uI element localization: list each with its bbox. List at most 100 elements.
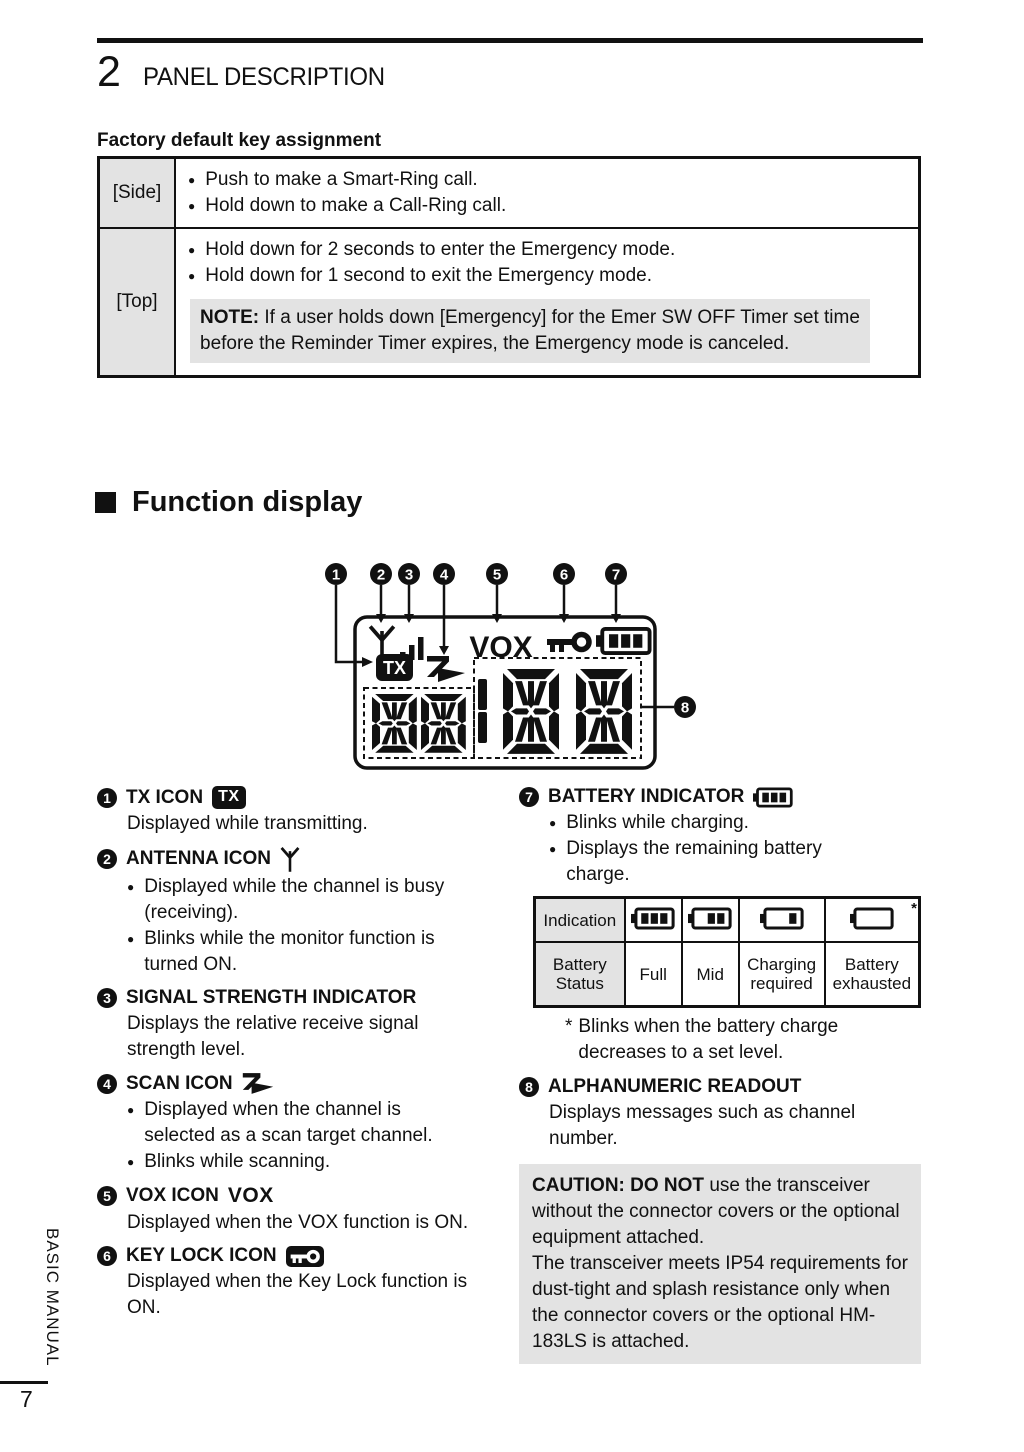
battery-full-icon	[623, 896, 683, 943]
bullet-icon: ●	[188, 269, 196, 283]
description-columns: 1 TX ICON TX Displayed while transmittin…	[97, 786, 921, 1364]
item-title: ANTENNA ICON	[126, 848, 271, 869]
battery-low-icon	[737, 896, 826, 943]
item-bullet: ●Blinks while charging.	[549, 810, 921, 836]
page-top-rule	[97, 38, 923, 43]
item-battery-indicator: 7 BATTERY INDICATOR ●Blinks while chargi…	[519, 786, 921, 1066]
item-title: SIGNAL STRENGTH INDICATOR	[126, 987, 417, 1008]
chapter-header: 2 PANEL DESCRIPTION	[97, 50, 395, 94]
item-bullet: ●Blinks while the monitor function is tu…	[127, 928, 435, 975]
callout-lines	[334, 585, 674, 709]
top-bullet-2: ●Hold down for 1 second to exit the Emer…	[188, 263, 906, 289]
bullet-icon: ●	[549, 842, 557, 856]
indication-header: Indication	[533, 896, 626, 943]
item-alphanumeric-readout: 8 ALPHANUMERIC READOUT Displays messages…	[519, 1076, 921, 1152]
item-bullet: ●Displayed when the channel is selected …	[127, 1099, 433, 1146]
vox-icon: VOX	[227, 1184, 274, 1207]
callout-circles: 1 2 3 4 5 6 7 8	[325, 563, 696, 718]
tx-icon: TX	[376, 654, 413, 681]
bullet-icon: ●	[549, 816, 557, 830]
caution-label: CAUTION: DO NOT	[532, 1175, 705, 1196]
status-exhausted: Battery exhausted	[823, 941, 921, 1008]
function-display-heading: Function display	[95, 486, 362, 519]
item-text: Displayed when the Key Lock function is …	[127, 1271, 468, 1318]
item-number: 4	[97, 1073, 117, 1094]
svg-text:5: 5	[493, 567, 501, 584]
svg-text:1: 1	[332, 567, 340, 584]
status-header: Battery Status	[533, 941, 626, 1008]
bullet-icon: ●	[127, 932, 135, 946]
note-box: NOTE: If a user holds down [Emergency] f…	[190, 299, 870, 363]
caution-paragraph-2: The transceiver meets IP54 requirements …	[532, 1253, 908, 1352]
item-number: 7	[519, 787, 539, 807]
svg-text:8: 8	[681, 700, 689, 717]
item-text: Displays the relative receive signal str…	[127, 1013, 419, 1060]
item-title: KEY LOCK ICON	[126, 1245, 277, 1266]
bullet-icon: ●	[188, 199, 196, 213]
battery-mid-icon	[680, 896, 740, 943]
status-full: Full	[623, 941, 683, 1008]
item-signal-strength: 3 SIGNAL STRENGTH INDICATOR Displays the…	[97, 987, 497, 1063]
item-text: Displays messages such as channel number…	[549, 1102, 856, 1149]
item-title: TX ICON	[126, 786, 204, 808]
chapter-number: 2	[97, 48, 121, 96]
status-charging-required: Charging required	[737, 941, 826, 1008]
svg-text:4: 4	[440, 567, 449, 584]
left-column: 1 TX ICON TX Displayed while transmittin…	[97, 786, 497, 1364]
svg-text:2: 2	[377, 567, 385, 584]
item-scan-icon: 4 SCAN ICON ●Displayed when the channel …	[97, 1072, 497, 1175]
note-label: NOTE:	[200, 307, 260, 328]
side-key-label: [Side]	[97, 156, 176, 229]
scan-icon	[242, 1072, 274, 1095]
item-number: 5	[97, 1186, 117, 1206]
bullet-icon: ●	[127, 1155, 135, 1169]
item-text: Displayed when the VOX function is ON.	[127, 1212, 469, 1233]
battery-empty-icon: *	[823, 896, 921, 943]
svg-text:6: 6	[560, 567, 568, 584]
status-mid: Mid	[680, 941, 740, 1008]
table-row: Battery Status Full Mid Charging require…	[533, 941, 921, 1008]
svg-text:3: 3	[405, 567, 413, 584]
function-display-diagram: VOX TX 1 2 3 4	[325, 563, 696, 770]
section-square-icon	[95, 492, 116, 513]
caution-box: CAUTION: DO NOT use the transceiver with…	[519, 1164, 921, 1364]
item-number: 3	[97, 988, 117, 1008]
item-number: 2	[97, 849, 117, 869]
item-bullet: ●Blinks while scanning.	[127, 1149, 497, 1175]
bullet-icon: ●	[127, 1103, 135, 1117]
item-title: SCAN ICON	[126, 1072, 233, 1094]
note-text: If a user holds down [Emergency] for the…	[200, 307, 860, 354]
sidebar-edition-label: BASIC MANUAL	[43, 1228, 62, 1367]
battery-icon	[753, 787, 793, 808]
battery-footnote: * Blinks when the battery charge decreas…	[565, 1016, 839, 1063]
battery-status-table: Indication * Battery Status Full Mid Cha…	[533, 896, 921, 1008]
bullet-icon: ●	[127, 880, 135, 894]
callout-arrowheads	[362, 614, 621, 667]
vox-icon: VOX	[469, 631, 532, 664]
right-column: 7 BATTERY INDICATOR ●Blinks while chargi…	[519, 786, 921, 1364]
key-assignment-heading: Factory default key assignment	[97, 130, 382, 151]
side-bullet-2: ●Hold down to make a Call-Ring call.	[188, 193, 906, 219]
table-row: Indication *	[533, 896, 921, 943]
svg-text:7: 7	[612, 567, 620, 584]
item-number: 1	[97, 787, 117, 808]
svg-text:TX: TX	[383, 658, 406, 678]
tx-icon: TX	[212, 786, 246, 809]
bullet-icon: ●	[188, 173, 196, 187]
item-text: Displayed while transmitting.	[127, 813, 368, 834]
item-number: 6	[97, 1246, 117, 1266]
caution-paragraph-1: CAUTION: DO NOT use the transceiver with…	[532, 1175, 900, 1248]
item-number: 8	[519, 1077, 539, 1097]
top-key-label: [Top]	[97, 227, 176, 378]
top-bullet-1: ●Hold down for 2 seconds to enter the Em…	[188, 237, 906, 263]
item-title: VOX ICON	[126, 1185, 219, 1206]
item-key-lock: 6 KEY LOCK ICON Displayed when the Key L…	[97, 1245, 497, 1321]
key-assignment-table: [Side] ●Push to make a Smart-Ring call. …	[97, 156, 921, 378]
item-title: ALPHANUMERIC READOUT	[548, 1076, 802, 1097]
antenna-icon	[280, 846, 300, 872]
page-number-rule	[0, 1381, 48, 1384]
table-row-side: [Side] ●Push to make a Smart-Ring call. …	[97, 156, 921, 229]
item-tx-icon: 1 TX ICON TX Displayed while transmittin…	[97, 786, 497, 837]
page-number: 7	[20, 1386, 33, 1412]
item-title: BATTERY INDICATOR	[548, 786, 745, 807]
